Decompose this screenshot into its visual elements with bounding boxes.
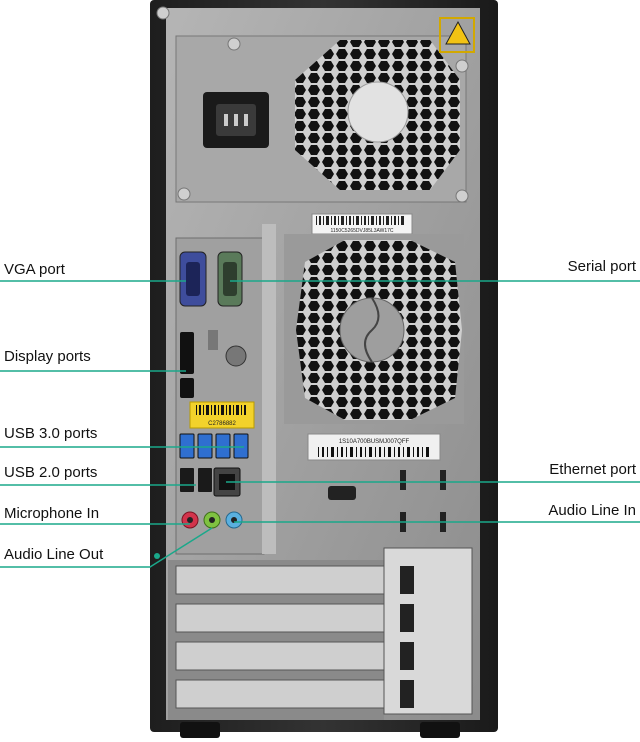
vent-slot <box>440 470 446 490</box>
ps2-port[interactable] <box>225 345 247 367</box>
microphone-in-label: Microphone In <box>4 505 100 522</box>
barcode <box>316 216 404 225</box>
audio-line-in-label: Audio Line In <box>548 502 636 519</box>
usb30-ports[interactable] <box>179 433 249 459</box>
serial-port[interactable] <box>217 251 243 307</box>
serial-port-label: Serial port <box>567 258 636 275</box>
system-fan <box>284 234 464 424</box>
psu-serial-text: 1150C5265DVJ85L3AW17C <box>330 228 393 234</box>
warning-icon <box>445 20 471 45</box>
chassis-foot-left <box>180 722 220 738</box>
board-serial-text: 1S10A700BUSMJ007QFF <box>339 439 410 445</box>
yellow-tag-text: C2786882 <box>208 421 236 427</box>
display-ports[interactable] <box>180 332 194 398</box>
ps2-port[interactable] <box>208 330 218 350</box>
callout-line-lineout <box>0 527 213 568</box>
ethernet-port-label: Ethernet port <box>549 461 636 478</box>
vga-port-label: VGA port <box>4 261 65 278</box>
usb30-ports-label: USB 3.0 ports <box>4 425 98 442</box>
barcode <box>196 405 246 415</box>
power-supply <box>156 6 475 203</box>
screw-icon <box>156 6 170 20</box>
psu-fan-hub <box>347 81 409 143</box>
vga-port[interactable] <box>179 251 207 307</box>
screw-icon <box>227 37 241 51</box>
vent-slot <box>400 470 406 490</box>
screw-icon <box>455 189 469 203</box>
usb20-ports[interactable] <box>180 468 212 492</box>
callout-lines <box>0 280 640 568</box>
screw-icon <box>455 59 469 73</box>
chassis-foot-right <box>420 722 460 738</box>
display-ports-label: Display ports <box>4 348 91 365</box>
slot-grommet <box>328 486 356 500</box>
expansion-slots <box>168 547 473 720</box>
audio-line-out-label: Audio Line Out <box>4 546 104 563</box>
screw-icon <box>177 187 191 201</box>
usb20-ports-label: USB 2.0 ports <box>4 464 98 481</box>
barcode <box>318 447 429 457</box>
